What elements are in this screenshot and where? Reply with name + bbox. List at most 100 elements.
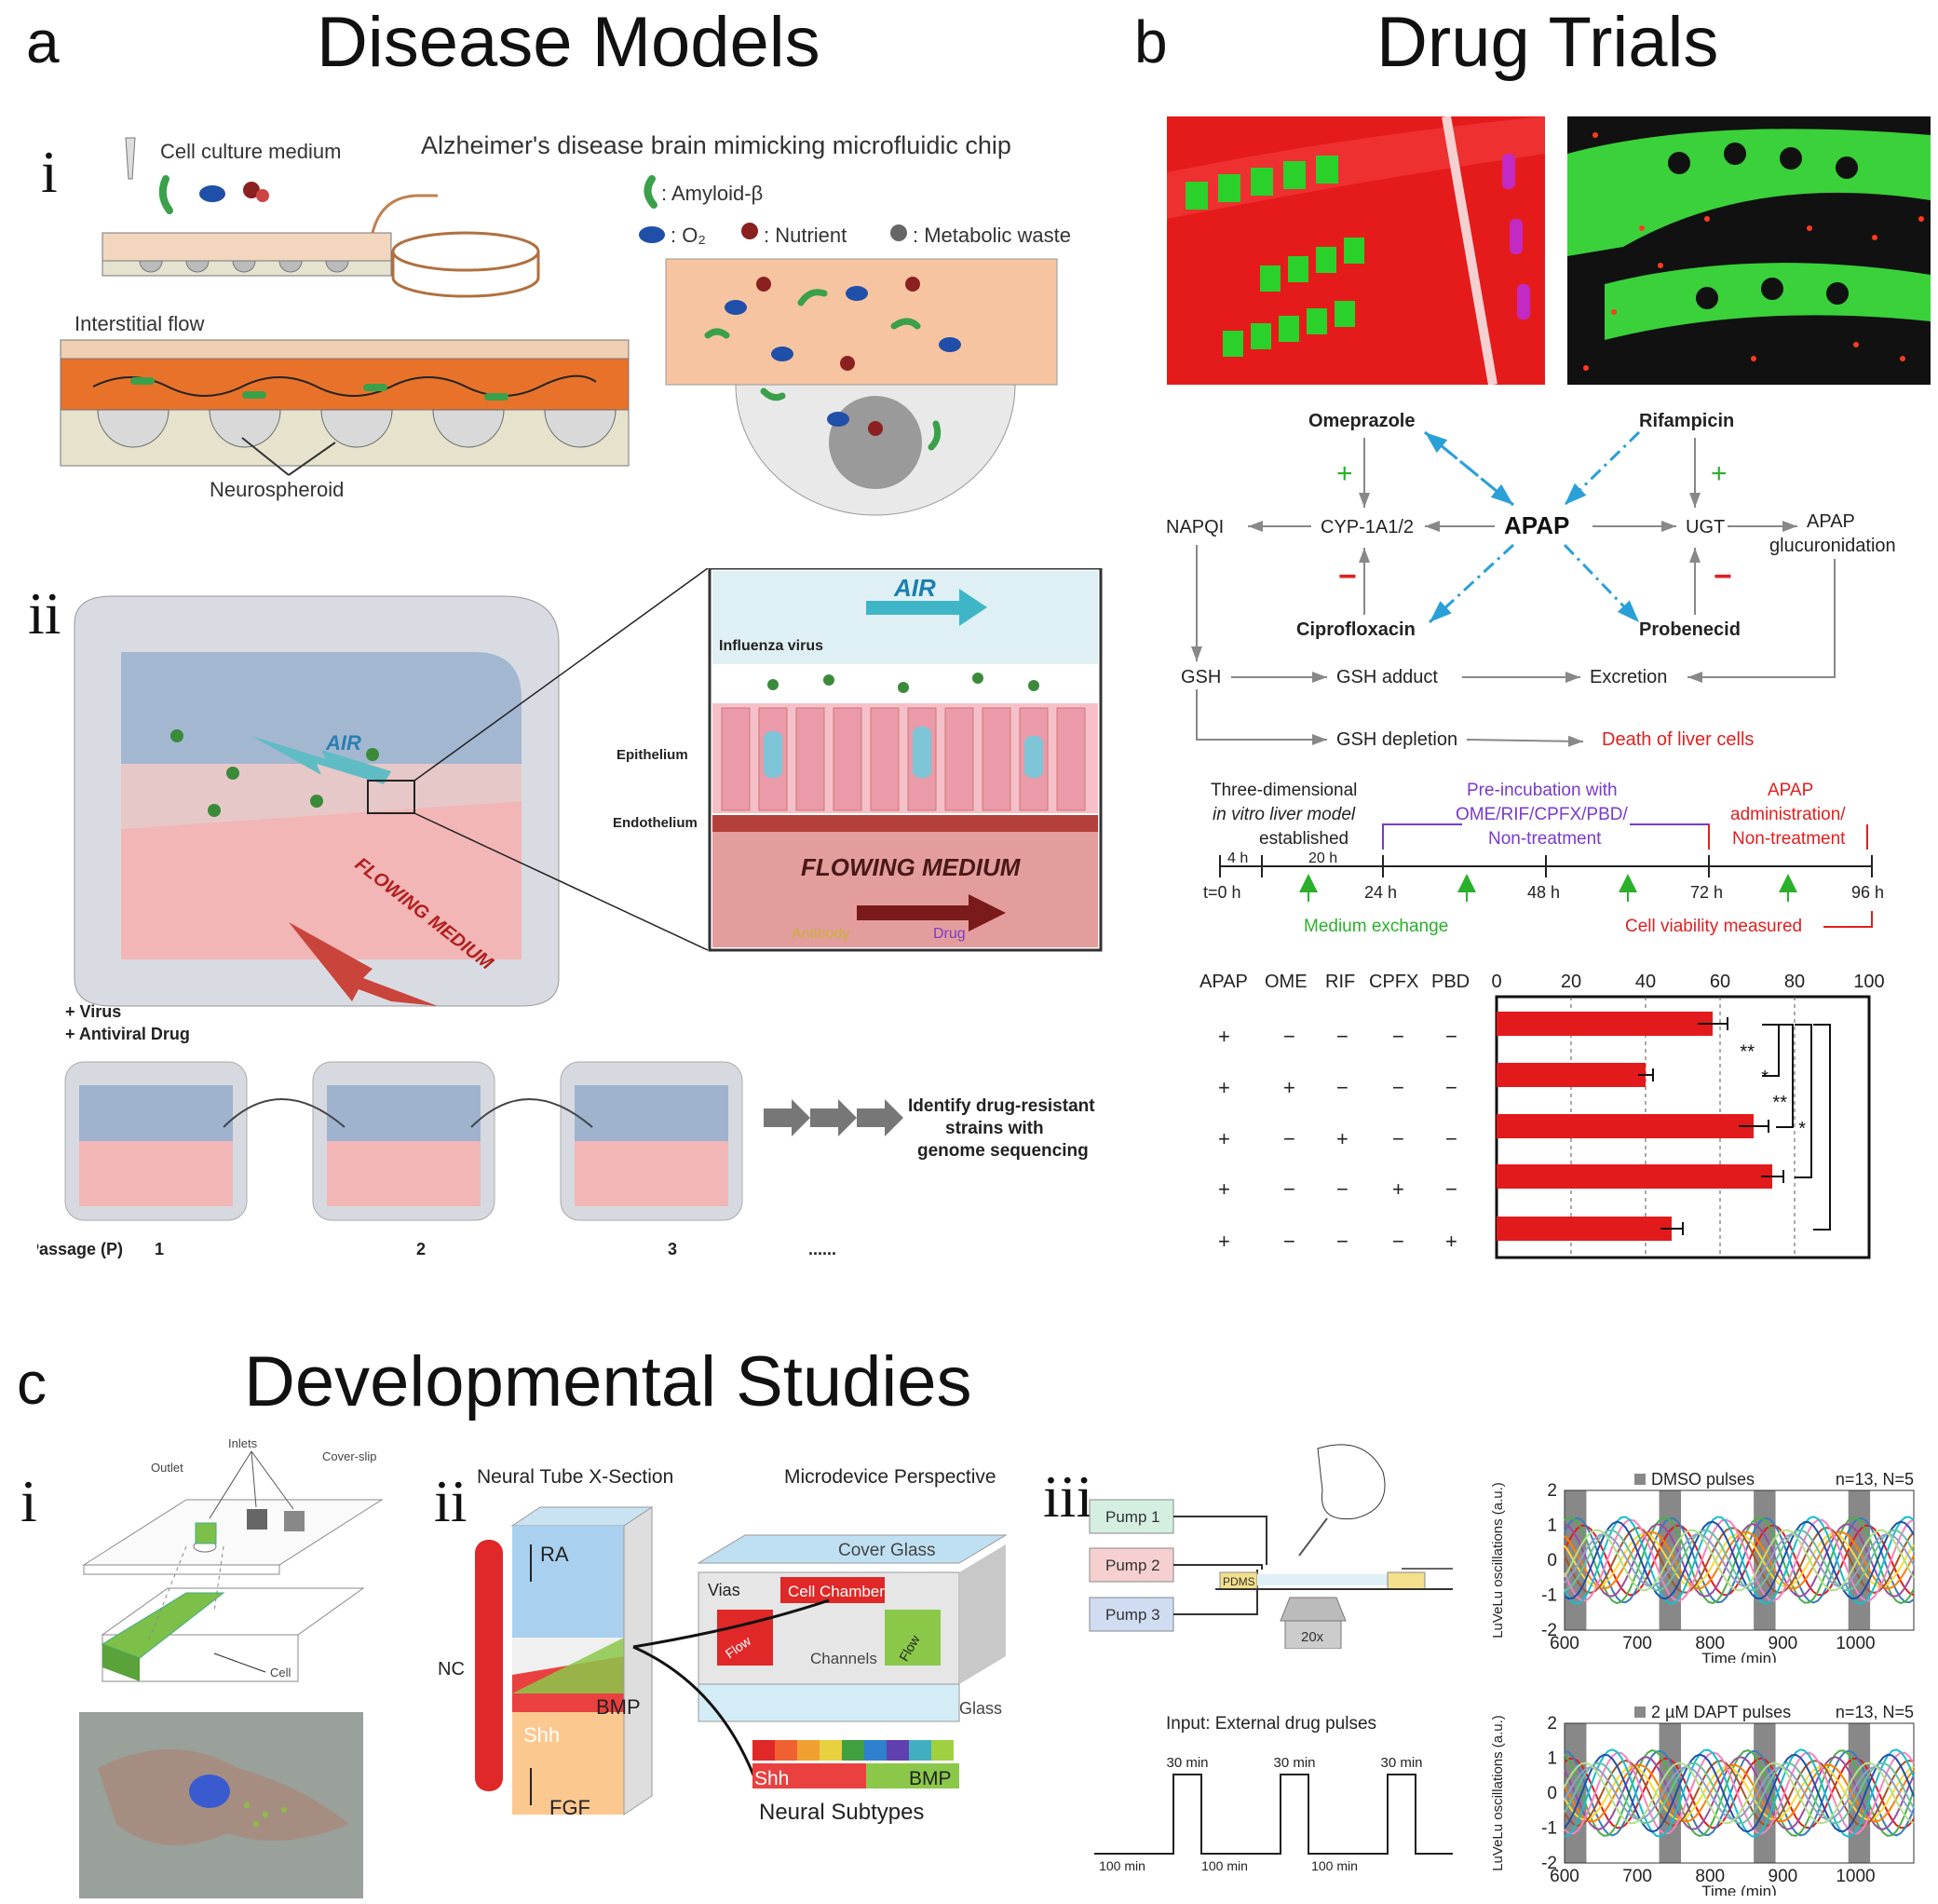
probenecid-label: Probenecid xyxy=(1639,619,1741,640)
neural-tube-microdevice: Neural Tube X-Section Microdevice Perspe… xyxy=(438,1466,1008,1825)
table-header: APAP xyxy=(1199,972,1248,992)
pulse-band xyxy=(1754,1490,1776,1630)
y-tick-label: -2 xyxy=(1541,1854,1557,1873)
x-tick-label: 900 xyxy=(1769,1867,1798,1886)
oscillation-series xyxy=(1564,1529,1915,1592)
bar xyxy=(1497,1164,1772,1189)
probenecid-minus: − xyxy=(1714,559,1732,594)
omeprazole-plus: + xyxy=(1336,458,1353,489)
significance-label: * xyxy=(1798,1119,1806,1139)
chip-title: Alzheimer's disease brain mimicking micr… xyxy=(421,131,1011,159)
y-tick-label: 2 xyxy=(1547,1714,1557,1734)
apap-metabolism-pathway: Omeprazole Rifampicin Ciprofloxacin Prob… xyxy=(1166,411,1896,750)
cell-label: Cell xyxy=(270,1666,291,1680)
legend-waste: : Metabolic waste xyxy=(913,224,1071,247)
passage-1: 1 xyxy=(155,1240,164,1258)
liver-chip-fluorescence xyxy=(1567,116,1931,385)
antibody-label: Antibody xyxy=(792,926,849,942)
bar-chart-x-tick: 100 xyxy=(1853,972,1884,992)
identify-line-3: genome sequencing xyxy=(917,1141,1089,1161)
model-text-2: in vitro liver model xyxy=(1213,805,1356,824)
panel-letter-b: b xyxy=(1134,8,1168,75)
single-cell-device-diagram: Inlets Outlet Cover-slip Cell xyxy=(82,1436,384,1682)
table-cell: − xyxy=(1445,1025,1457,1048)
pulse-gap-label: 100 min xyxy=(1099,1858,1145,1872)
table-cell: + xyxy=(1392,1177,1404,1201)
oscillation-series xyxy=(1564,1751,1915,1835)
outlet-label: Outlet xyxy=(151,1461,183,1475)
pulse-band xyxy=(1848,1490,1871,1630)
y-tick-label: -2 xyxy=(1541,1621,1557,1640)
objective-label: 20x xyxy=(1301,1629,1324,1645)
ra-label: RA xyxy=(540,1543,569,1566)
passage-ellipsis: ...... xyxy=(808,1240,836,1258)
viability-table-chart: APAP OME RIF CPFX PBD +−−−− ++−−− +−+−− … xyxy=(1199,972,1885,1259)
subpanel-c-ii-label: ii xyxy=(434,1468,468,1534)
pump-setup-diagram: Pump 1 Pump 2 Pump 3 PDMS 20x xyxy=(1089,1444,1453,1649)
table-cell: − xyxy=(1392,1127,1404,1150)
x-tick-label: 800 xyxy=(1695,1634,1725,1653)
pulse-width-label: 30 min xyxy=(1273,1755,1315,1771)
table-cell: + xyxy=(1445,1230,1457,1253)
legend-swatch xyxy=(1634,1707,1646,1718)
table-cell: + xyxy=(1218,1230,1230,1253)
oscillation-series xyxy=(1564,1524,1915,1597)
panel-title-c: Developmental Studies xyxy=(244,1342,972,1421)
y-tick-label: -1 xyxy=(1541,1586,1557,1606)
shh-gradient-label: Shh xyxy=(754,1768,789,1789)
air-label-3d: AIR xyxy=(325,731,361,755)
oscillation-series xyxy=(1564,1761,1915,1825)
cover-slip-label: Cover-slip xyxy=(322,1449,377,1463)
y-tick-label: -1 xyxy=(1541,1819,1557,1839)
neural-tube-xsection-title: Neural Tube X-Section xyxy=(477,1466,673,1488)
table-cell: + xyxy=(1218,1076,1230,1099)
apap-text-1: APAP xyxy=(1768,781,1813,800)
gsh-depletion-label: GSH depletion xyxy=(1336,729,1457,750)
preinc-text-2: OME/RIF/CPFX/PBD/ xyxy=(1456,805,1628,824)
omeprazole-label: Omeprazole xyxy=(1308,411,1415,431)
endothelium-label: Endothelium xyxy=(613,815,698,831)
cover-glass-label: Cover Glass xyxy=(838,1541,936,1560)
death-liver-cells-label: Death of liver cells xyxy=(1602,729,1754,750)
interval-20h: 20 h xyxy=(1308,850,1337,866)
oscillation-series xyxy=(1564,1527,1915,1594)
cyp-label: CYP-1A1/2 xyxy=(1321,517,1414,537)
chart-title: DMSO pulses xyxy=(1651,1470,1755,1489)
ciprofloxacin-minus: − xyxy=(1338,559,1357,594)
table-cell: + xyxy=(1218,1177,1230,1201)
pump-1-label: Pump 1 xyxy=(1105,1508,1160,1526)
y-axis-label: LuVeLu oscillations (a.u.) xyxy=(1490,1715,1506,1871)
table-cell: − xyxy=(1336,1230,1348,1253)
medium-exchange-label: Medium exchange xyxy=(1304,917,1448,936)
oscillation-series xyxy=(1564,1765,1915,1821)
panel-letter-a: a xyxy=(26,8,60,75)
legend-nutrient: : Nutrient xyxy=(764,224,847,247)
panel-title-a: Disease Models xyxy=(317,3,820,82)
rifampicin-plus: + xyxy=(1711,458,1728,489)
inlets-label: Inlets xyxy=(228,1436,258,1450)
oscillation-series xyxy=(1564,1749,1915,1837)
bar xyxy=(1497,1063,1646,1087)
plus-virus-label: + Virus xyxy=(65,1002,121,1021)
pulse-band xyxy=(1565,1490,1587,1630)
preinc-text-3: Non-treatment xyxy=(1488,829,1602,849)
table-cell: − xyxy=(1283,1127,1295,1150)
y-tick-label: 1 xyxy=(1547,1516,1557,1536)
ciprofloxacin-label: Ciprofloxacin xyxy=(1296,619,1416,640)
cell-micrograph xyxy=(79,1712,363,1898)
table-cell: − xyxy=(1392,1230,1404,1253)
x-tick-label: 900 xyxy=(1769,1634,1798,1653)
significance-label: ** xyxy=(1772,1093,1787,1113)
oscillation-series xyxy=(1564,1761,1915,1825)
fgf-label: FGF xyxy=(549,1796,590,1819)
chart-annotation: n=13, N=5 xyxy=(1836,1470,1914,1489)
table-cell: − xyxy=(1336,1177,1348,1201)
chart-title: 2 µM DAPT pulses xyxy=(1651,1703,1791,1721)
legend-o2: : O₂ xyxy=(671,224,706,247)
x-tick-label: 800 xyxy=(1695,1867,1725,1886)
bar-chart-x-tick: 60 xyxy=(1710,972,1730,992)
identify-line-1: Identify drug-resistant xyxy=(908,1096,1095,1116)
chart-frame xyxy=(1564,1489,1915,1631)
x-axis-label: Time (min) xyxy=(1701,1650,1777,1663)
